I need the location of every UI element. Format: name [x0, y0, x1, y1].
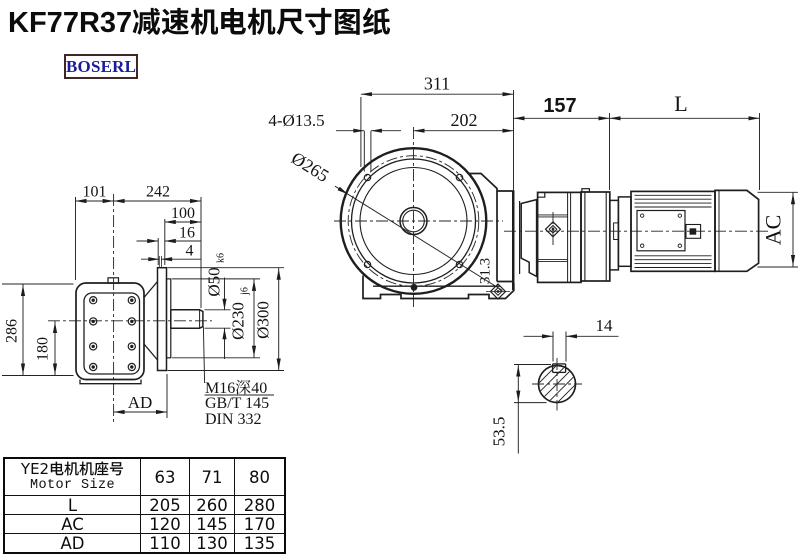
dim-16-label: 16	[179, 225, 195, 242]
table-header-size-71: 71	[189, 457, 235, 496]
table-header-size-63: 63	[140, 457, 190, 496]
front-view: 31.3 4-Ø13.5 311 202 Ø265 157 L AC	[268, 74, 798, 309]
cell-ac-80: 170	[234, 514, 286, 534]
row-label-ad: AD	[3, 533, 141, 554]
note-line-din: DIN 332	[205, 410, 262, 428]
table-header-row: YE2 Motor Size 63 71 80	[3, 457, 286, 496]
dia-50-tol-label: k6	[216, 253, 227, 263]
brand-logo: BOSERL	[64, 54, 138, 79]
table-row-ac: AC 120 145 170	[3, 514, 286, 534]
table-row-ad: AD 110 130 135	[3, 533, 286, 554]
dim-157-label: 157	[543, 95, 576, 117]
dia-230-label: Ø230	[229, 302, 248, 340]
cell-ac-71: 145	[189, 514, 235, 534]
cell-ad-71: 130	[189, 533, 235, 554]
dim-ac-label: AC	[761, 215, 786, 246]
motor-size-label-en: Motor Size	[29, 477, 115, 493]
dim-180-label: 180	[35, 337, 52, 361]
cell-ad-80: 135	[234, 533, 286, 554]
dia-265-label: Ø265	[288, 148, 333, 186]
dim-202-label: 202	[451, 110, 478, 130]
page-title: KF77R37	[8, 7, 391, 40]
dim-4-label: 4	[186, 243, 194, 260]
dia-230-tol-label: j6	[240, 287, 251, 296]
cell-l-63: 205	[140, 495, 190, 515]
motor-size-table: YE2 Motor Size 63 71 80 L 205 260 280 AC…	[3, 457, 286, 554]
cell-ad-63: 110	[140, 533, 190, 554]
cell-l-71: 260	[189, 495, 235, 515]
row-label-l: L	[3, 495, 141, 515]
shaft-section: 14 53.5	[490, 316, 619, 454]
dim-101-label: 101	[83, 184, 107, 201]
dim-286-label: 286	[4, 319, 21, 343]
side-view-output: 286 180 101 242 100 16 4 AD Ø50 k6 Ø230 …	[2, 184, 284, 425]
cell-l-80: 280	[234, 495, 286, 515]
side-view-motor	[504, 188, 771, 290]
row-label-ac: AC	[3, 514, 141, 534]
dim-l-label: L	[674, 91, 687, 116]
cell-ac-63: 120	[140, 514, 190, 534]
table-row-l: L 205 260 280	[3, 495, 286, 515]
table-header-motor-size: YE2 Motor Size	[3, 457, 141, 496]
dim-ad-label: AD	[128, 393, 153, 412]
dia-50-label: Ø50	[205, 267, 224, 296]
dim-311-label: 311	[424, 74, 450, 94]
note-line-gbt: GB/T 145	[205, 395, 270, 413]
dim-100-label: 100	[171, 205, 195, 222]
dim-holes-label: 4-Ø13.5	[268, 111, 324, 130]
dim-242-label: 242	[146, 184, 170, 201]
dim-53-5-label: 53.5	[490, 417, 509, 447]
table-header-size-80: 80	[234, 457, 286, 496]
dia-300-label: Ø300	[254, 301, 273, 339]
dim-14-label: 14	[596, 316, 614, 335]
motor-size-label-cn: YE2	[5, 460, 140, 478]
